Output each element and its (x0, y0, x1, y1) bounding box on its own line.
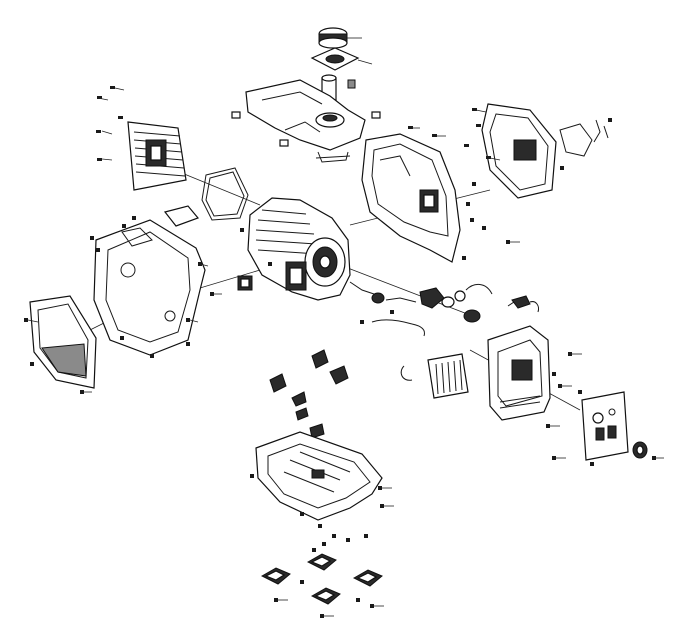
callout-leader-lines (27, 87, 664, 617)
fasteners (24, 86, 656, 618)
mounting-bracket-set (269, 349, 349, 439)
access-cover (163, 205, 200, 227)
control-panel (581, 391, 629, 461)
fuel-pump (371, 292, 385, 304)
air-filter-housing (310, 47, 373, 71)
left-side-housing (93, 219, 206, 356)
base-frame (255, 431, 383, 521)
inverter-module (400, 353, 469, 399)
ignition-module (237, 275, 253, 291)
fuel-line-clip (593, 119, 609, 143)
right-side-housing (487, 325, 551, 421)
rear-grille-panel (127, 121, 187, 191)
rear-right-panel (481, 103, 557, 199)
front-left-panel (29, 295, 97, 389)
choke-cable (465, 284, 493, 295)
handle-bracket (315, 151, 351, 163)
engine-block (247, 197, 351, 301)
carburetor-assembly (419, 287, 481, 323)
top-cover-panel (231, 79, 381, 151)
control-knob (632, 441, 648, 459)
rubber-feet (260, 553, 383, 605)
right-frame-housing (361, 133, 461, 263)
gasket-frame (201, 167, 249, 221)
panel-gasket (559, 123, 593, 157)
wire-harness (371, 319, 425, 337)
air-filter-cap (318, 27, 362, 49)
recoil-starter-cord (507, 295, 539, 313)
